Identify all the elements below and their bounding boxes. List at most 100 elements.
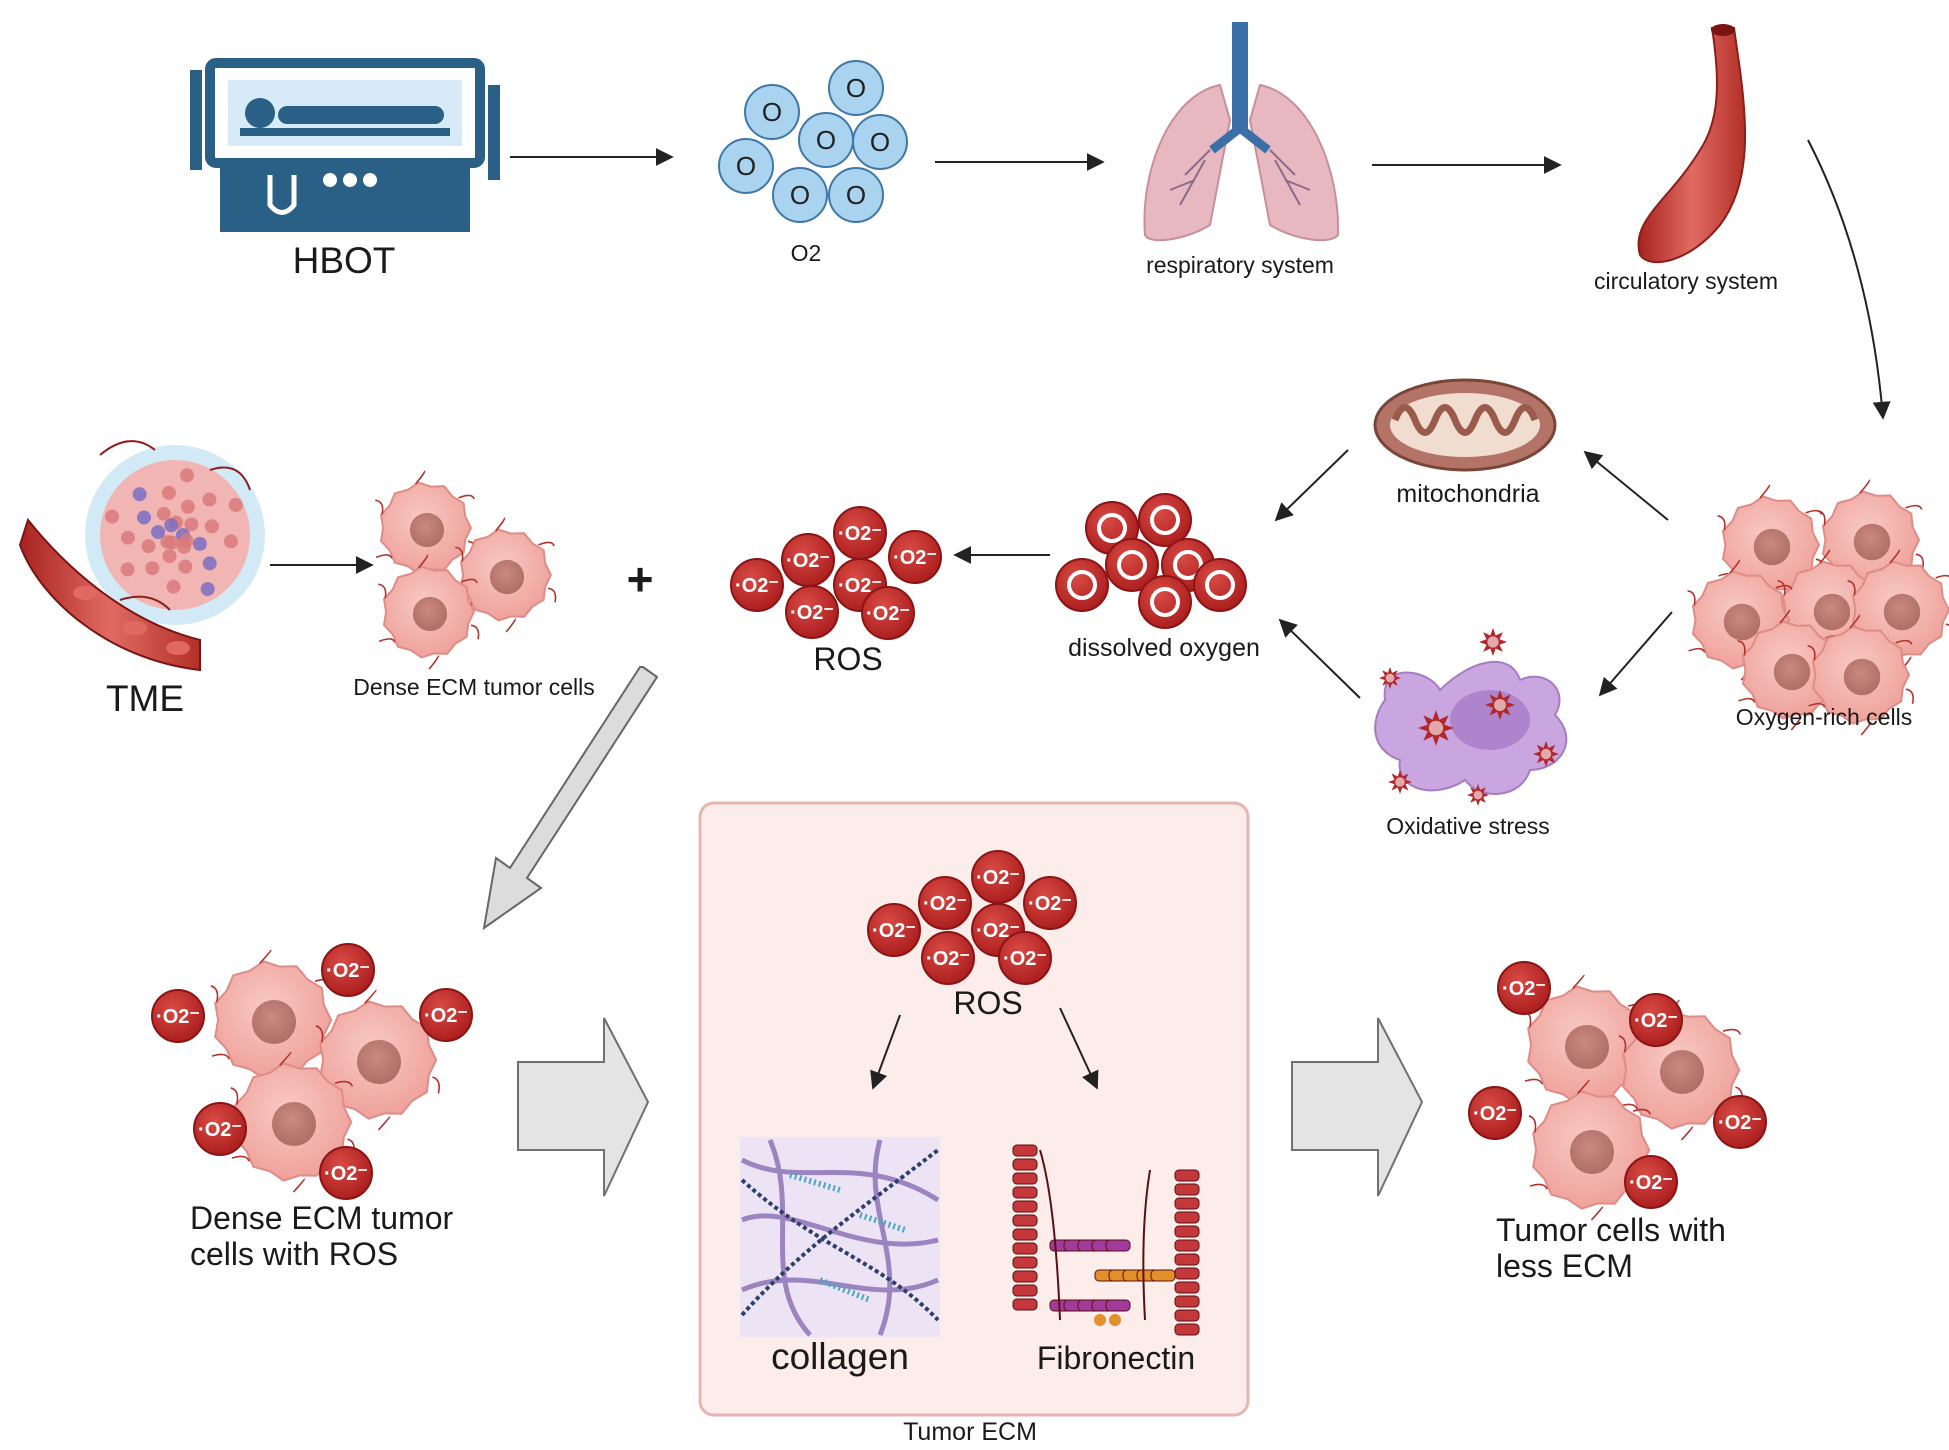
tumor-cell (1528, 1079, 1653, 1221)
mitochondria-label: mitochondria (1396, 480, 1540, 508)
mitochondria-icon (1373, 378, 1557, 472)
svg-text:·O2⁻: ·O2⁻ (1502, 978, 1546, 1000)
svg-text:·O2⁻: ·O2⁻ (838, 523, 882, 545)
ros-bubble: ·O2⁻ (1023, 876, 1077, 930)
ros-bubble: ·O2⁻ (419, 988, 473, 1042)
ros-bubble: ·O2⁻ (151, 989, 205, 1043)
arrow-ros-to-collagen (870, 1014, 901, 1090)
svg-text:O: O (762, 97, 782, 127)
o2-bubble: O (852, 114, 908, 170)
ros-molecules-top: ·O2⁻·O2⁻·O2⁻·O2⁻·O2⁻·O2⁻·O2⁻ (730, 506, 942, 640)
ros-bubble: ·O2⁻ (998, 931, 1052, 985)
ros-bubble: ·O2⁻ (730, 558, 784, 612)
collagen-fibers-icon (740, 1137, 940, 1337)
svg-text:·O2⁻: ·O2⁻ (735, 575, 779, 597)
ros-bubble: ·O2⁻ (1629, 993, 1683, 1047)
ros-bubble: ·O2⁻ (319, 1146, 373, 1200)
ros-bubble: ·O2⁻ (193, 1102, 247, 1156)
dense-ecm-tumor-cells-icon (375, 470, 557, 670)
dense-ecm-ros-label-line1: Dense ECM tumor (190, 1200, 454, 1236)
dissolved-oxygen-molecules (1055, 493, 1247, 629)
svg-text:·O2⁻: ·O2⁻ (324, 1163, 368, 1185)
oxidative-star-icon (1418, 710, 1454, 746)
less-ecm-label-line2: less ECM (1496, 1248, 1633, 1284)
oxidative-star-icon (1479, 628, 1507, 656)
svg-text:·O2⁻: ·O2⁻ (424, 1005, 468, 1027)
oxidative-star-icon (1533, 741, 1559, 767)
arrow-vessel-to-cells (1807, 139, 1891, 420)
ros-label-box: ROS (953, 985, 1023, 1021)
tumor-cell (210, 949, 335, 1091)
ros-bubble: ·O2⁻ (1713, 1095, 1767, 1149)
less-ecm-label-line1: Tumor cells with (1496, 1212, 1726, 1248)
dissolved-oxygen-bubble (1138, 575, 1192, 629)
circulatory-system-label: circulatory system (1593, 268, 1779, 294)
oxidative-stress-label: Oxidative stress (1386, 813, 1550, 839)
oxidative-star-icon (1467, 784, 1489, 806)
collagen-label: collagen (771, 1336, 909, 1377)
ros-bubble: ·O2⁻ (867, 903, 921, 957)
tumor-cell (1807, 614, 1915, 736)
ros-bubble: ·O2⁻ (781, 533, 835, 587)
svg-text:O: O (816, 125, 836, 155)
dense-ecm-tumor-cells-label: Dense ECM tumor cells (353, 674, 595, 700)
ros-bubble: ·O2⁻ (1497, 961, 1551, 1015)
oxidative-star-icon (1485, 690, 1515, 720)
dense-ecm-ros-label-line2: cells with ROS (190, 1236, 399, 1272)
o2-bubble: O (718, 138, 774, 194)
svg-text:O: O (846, 180, 866, 210)
o2-bubble: O (828, 60, 884, 116)
svg-text:·O2⁻: ·O2⁻ (893, 547, 937, 569)
svg-text:·O2⁻: ·O2⁻ (866, 603, 910, 625)
ros-bubble: ·O2⁻ (833, 506, 887, 560)
svg-text:·O2⁻: ·O2⁻ (838, 575, 882, 597)
svg-text:·O2⁻: ·O2⁻ (1028, 893, 1072, 915)
tumor-cells-less-ecm-icon: ·O2⁻ ·O2⁻ ·O2⁻ ·O2⁻ ·O2⁻ (1468, 961, 1767, 1221)
o2-bubble: O (828, 167, 884, 223)
arrow-ros-to-fibronectin (1059, 1007, 1099, 1090)
dissolved-oxygen-bubble (1138, 493, 1192, 547)
svg-text:·O2⁻: ·O2⁻ (1718, 1112, 1762, 1134)
ros-bubble: ·O2⁻ (321, 943, 375, 997)
big-arrow-left (517, 1017, 650, 1197)
svg-text:·O2⁻: ·O2⁻ (156, 1006, 200, 1028)
ros-molecules-box: ·O2⁻·O2⁻·O2⁻·O2⁻·O2⁻·O2⁻·O2⁻ (867, 850, 1077, 985)
big-arrow-right (1291, 1017, 1424, 1197)
macrophage-icon (1374, 628, 1568, 806)
tumor-cell (1523, 974, 1648, 1116)
ros-bubble: ·O2⁻ (1468, 1086, 1522, 1140)
dense-ecm-cells-with-ros-icon: ·O2⁻ ·O2⁻ ·O2⁻ ·O2⁻ ·O2⁻ (151, 943, 473, 1200)
oxygen-rich-cells-label: Oxygen-rich cells (1735, 704, 1913, 730)
ros-bubble: ·O2⁻ (1624, 1155, 1678, 1209)
arrow-cells-to-stress (1598, 611, 1673, 697)
svg-text:O: O (790, 180, 810, 210)
tumor-cell (378, 554, 480, 670)
ros-bubble: ·O2⁻ (921, 931, 975, 985)
dissolved-oxygen-label: dissolved oxygen (1068, 634, 1260, 662)
svg-text:·O2⁻: ·O2⁻ (1473, 1103, 1517, 1125)
o2-bubble: O (744, 84, 800, 140)
blood-vessel-icon (1637, 24, 1747, 264)
oxygen-rich-cells-icon (1687, 479, 1949, 736)
lungs-icon (1143, 22, 1340, 242)
svg-text:·O2⁻: ·O2⁻ (198, 1119, 242, 1141)
svg-text:·O2⁻: ·O2⁻ (786, 550, 830, 572)
plus-sign: + (626, 553, 654, 605)
svg-text:·O2⁻: ·O2⁻ (1634, 1010, 1678, 1032)
tumor-cell (230, 1051, 355, 1193)
fibronectin-label: Fibronectin (1036, 1340, 1196, 1376)
hbot-label: HBOT (292, 240, 396, 281)
svg-text:·O2⁻: ·O2⁻ (926, 948, 970, 970)
ros-bubble: ·O2⁻ (971, 850, 1025, 904)
fibronectin-icon (1012, 1144, 1200, 1336)
o2-bubble: O (772, 167, 828, 223)
tumor-microenvironment-icon (18, 440, 265, 672)
svg-text:·O2⁻: ·O2⁻ (976, 867, 1020, 889)
o2-label: O2 (790, 240, 822, 266)
respiratory-system-label: respiratory system (1146, 252, 1334, 278)
svg-text:O: O (736, 151, 756, 181)
arrow-stress-to-oxygen (1278, 618, 1361, 699)
